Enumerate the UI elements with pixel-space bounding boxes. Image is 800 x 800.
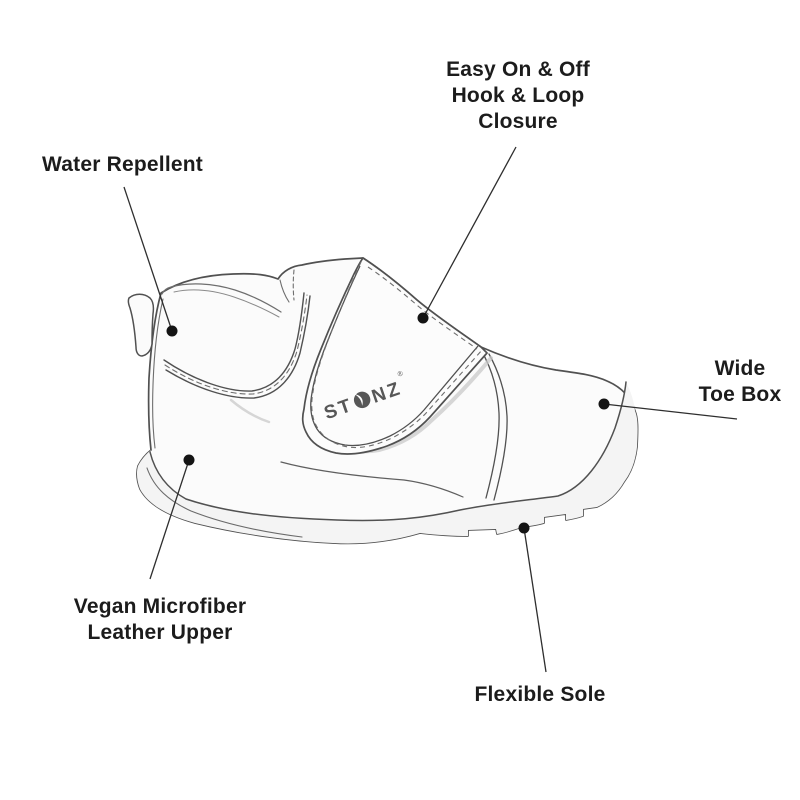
callout-line-closure (422, 146, 517, 319)
strap-outline (301, 257, 488, 455)
callout-label-vegan-upper: Vegan Microfiber Leather Upper (73, 595, 247, 644)
vamp-lower-seam (280, 461, 464, 498)
callout-dot-sole (518, 522, 530, 534)
callout-label-closure: Easy On & Off Hook & Loop Closure (446, 58, 590, 133)
callout-dot-closure (417, 312, 429, 324)
quarter-seam-1 (480, 349, 500, 499)
collar-band-lower (165, 295, 311, 399)
callout-line-upper (149, 459, 190, 580)
logo-registered-mark: ® (397, 369, 405, 379)
heel-seam (152, 298, 164, 449)
tongue-stitching (292, 269, 295, 301)
sole-welt-line (149, 381, 627, 522)
collar-band-shadow (229, 398, 271, 424)
collar-band-stitching (164, 294, 308, 395)
heel-pull-tab (127, 293, 155, 357)
callout-line-water (123, 186, 173, 332)
sole-fill (136, 382, 638, 544)
callout-label-water-repellent: Water Repellent (42, 153, 203, 176)
sole-heel-edge-line (146, 467, 303, 538)
callout-dots (166, 312, 610, 534)
shoe-strap: ST NZ ® (301, 257, 493, 455)
tongue-edge (279, 279, 290, 303)
strap-top-stitching (367, 266, 478, 350)
callout-dot-toe (598, 398, 610, 410)
logo-pebble-o-icon (353, 391, 371, 409)
quarter-seam-2 (488, 353, 508, 501)
collar-band-upper (163, 292, 305, 392)
body-seams (152, 269, 508, 501)
callout-lines (123, 146, 738, 673)
callout-dot-upper (183, 454, 195, 466)
shoe-sole (146, 381, 627, 538)
callout-label-wide-toe-box: Wide Toe Box (698, 357, 782, 406)
callout-label-flexible-sole: Flexible Sole (474, 683, 606, 706)
callout-dot-water (166, 325, 178, 337)
collar-opening-line-2 (173, 289, 280, 318)
callout-line-toe (603, 403, 738, 420)
collar-opening-line-1 (161, 283, 282, 313)
callout-line-sole (523, 527, 547, 673)
